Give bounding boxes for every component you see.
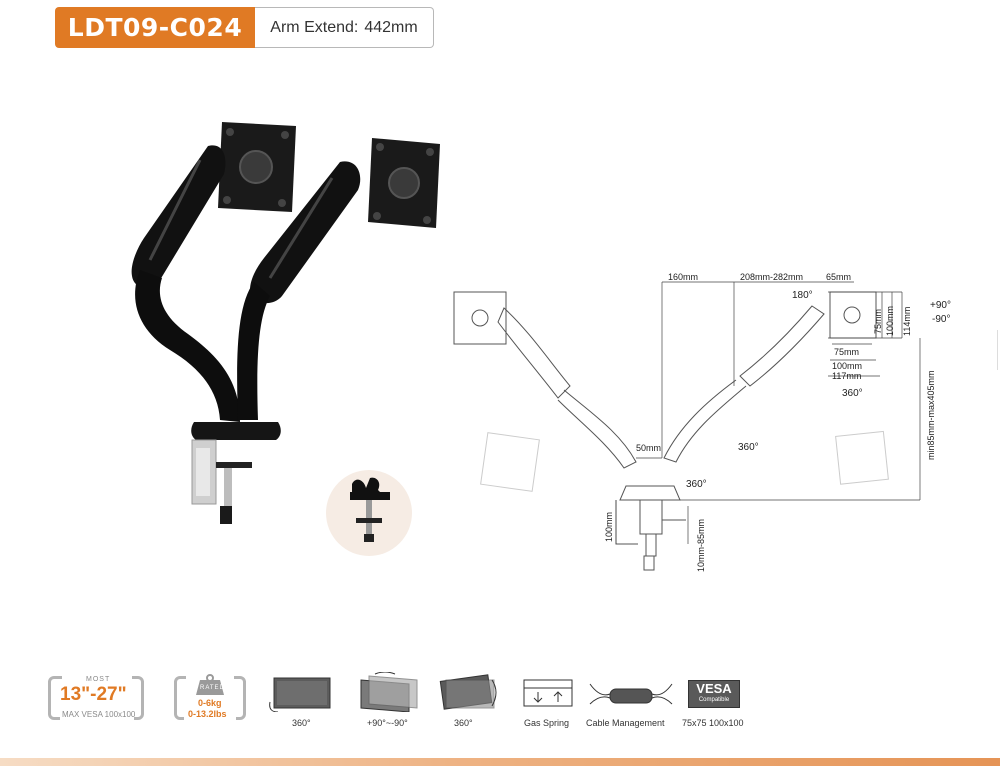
dim-100-height: 100mm (885, 305, 895, 336)
left-gas-arm (131, 145, 226, 288)
tilt-caption: +90°~-90° (367, 718, 408, 728)
vesa-logo: VESA Compatible (688, 680, 740, 708)
grommet-inset (326, 470, 412, 556)
feature-weight: RATED 0-6kg 0-13.2lbs (174, 672, 246, 726)
left-vesa-plate (218, 122, 296, 212)
tilt-down-label: -90° (932, 314, 951, 325)
feature-cable: Cable Management (586, 672, 676, 728)
arm-extend-box: Arm Extend: 442mm (255, 7, 434, 48)
rotate-caption: 360° (454, 718, 473, 728)
rotation-180-label: 180° (792, 290, 813, 301)
weight-icon (196, 674, 224, 695)
weight-kg: 0-6kg (198, 698, 222, 708)
feature-gas-spring: Gas Spring (520, 672, 580, 728)
size-range: 13"-27" (60, 684, 127, 705)
monitor-rotate-icon (439, 674, 497, 710)
vesa-logo-sub: Compatible (698, 697, 730, 703)
left-lower-arm (135, 270, 240, 422)
page-edge-line (997, 330, 998, 370)
bottom-accent-bar (0, 758, 1000, 766)
dim-208-282: 208mm-282mm (740, 272, 804, 282)
feature-screen-size: MOST 13"-27" MAX VESA 100x100 (48, 672, 148, 726)
dim-100-vertical: 100mm (604, 511, 614, 542)
weight-lbs: 0-13.2lbs (188, 709, 227, 719)
vesa-caption: 75x75 100x100 (682, 718, 744, 728)
cable-caption: Cable Management (586, 718, 665, 728)
feature-swivel: 360° (268, 672, 338, 728)
arm-extend-value: 442mm (364, 18, 418, 36)
swivel-caption: 360° (292, 718, 311, 728)
cable-management-icon (589, 683, 673, 705)
feature-rotate: 360° (436, 672, 506, 728)
right-vesa-plate (368, 138, 440, 228)
model-badge: LDT09-C024 (55, 7, 255, 48)
size-most: MOST (86, 676, 111, 683)
model-name: LDT09-C024 (67, 13, 243, 42)
size-vesa-max: MAX VESA 100x100 (62, 710, 136, 719)
dim-100-width: 100mm (832, 361, 863, 371)
dim-50: 50mm (636, 443, 662, 453)
pole-base (191, 422, 281, 440)
dim-114: 114mm (902, 306, 912, 336)
feature-vesa: VESA Compatible 75x75 100x100 (680, 672, 750, 728)
grommet-mount-graphic (350, 477, 390, 542)
dim-117: 117mm (832, 371, 862, 381)
weight-rated: RATED (200, 685, 225, 691)
dim-75-height: 75mm (873, 308, 883, 334)
monitor-swivel-icon (269, 677, 331, 713)
arm-extend-label: Arm Extend: (270, 18, 359, 36)
dimension-diagram: 160mm 208mm-282mm 65mm 75mm 100mm 114mm … (440, 262, 960, 582)
feature-tilt: +90°~-90° (355, 671, 425, 728)
product-photo (131, 122, 440, 524)
gas-spring-icon (523, 679, 573, 707)
rotation-360-plate: 360° (842, 388, 863, 399)
rotation-360-arm: 360° (738, 442, 759, 453)
dim-65: 65mm (826, 272, 852, 282)
feature-strip: MOST 13"-27" MAX VESA 100x100 RATED 0-6k… (0, 671, 1000, 732)
desk-clamp (191, 439, 252, 524)
tilt-up-label: +90° (930, 300, 951, 311)
dim-10-85: 10mm-85mm (696, 518, 706, 572)
rotation-360-base: 360° (686, 479, 707, 490)
dim-75-width: 75mm (834, 347, 860, 357)
diagram-lines (453, 281, 921, 571)
monitor-tilt-icon (360, 671, 418, 713)
vesa-logo-text: VESA (696, 681, 732, 696)
gas-spring-caption: Gas Spring (524, 718, 570, 728)
right-lower-arm (237, 282, 270, 420)
dim-min-max-height: min85mm-max405mm (926, 370, 936, 460)
dim-160: 160mm (668, 272, 699, 282)
